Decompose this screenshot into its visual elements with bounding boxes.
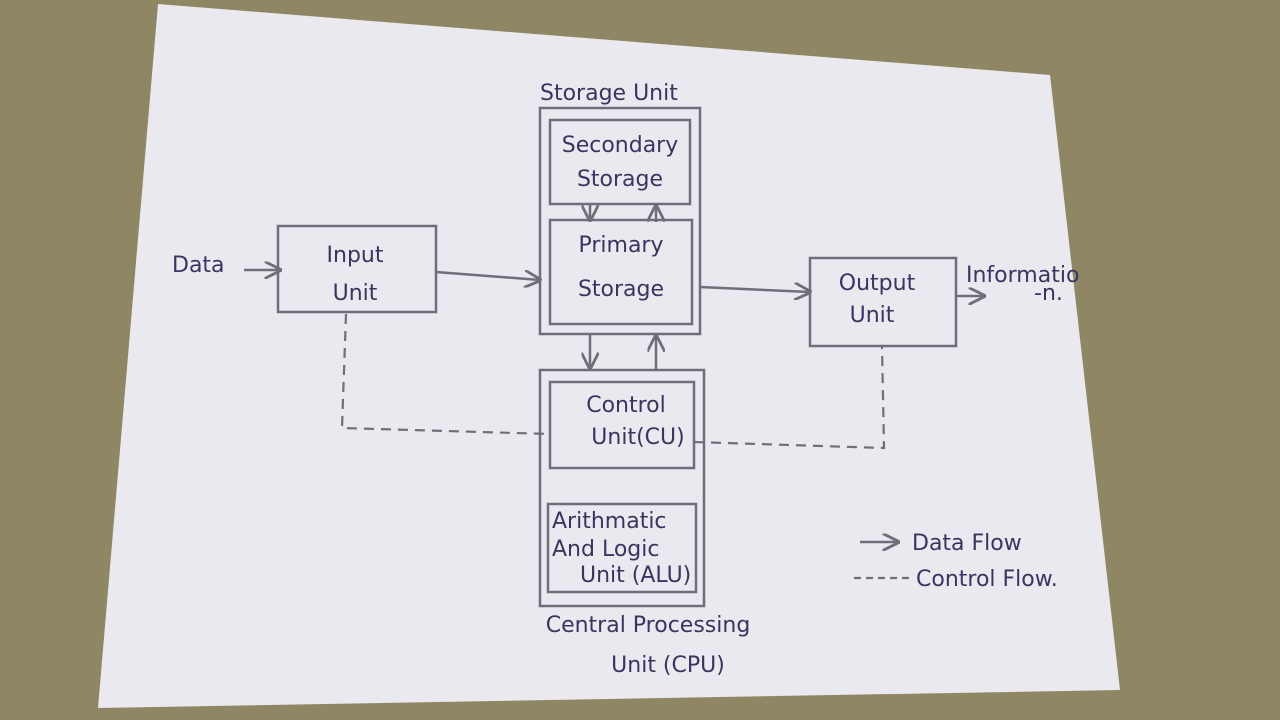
alu-line-3: Unit (ALU)	[580, 563, 691, 588]
secondary-storage-line-2: Storage	[577, 167, 663, 192]
control-flow-cu-to-output	[693, 345, 886, 450]
cpu-label-line-2: Unit (CPU)	[611, 653, 725, 678]
control-flow-input-to-cu	[340, 313, 551, 436]
secondary-storage-line-1: Secondary	[562, 133, 679, 158]
control-unit-line-1: Control	[586, 393, 666, 418]
information-output-line-2: -n.	[1034, 281, 1063, 306]
output-unit-line-1: Output	[839, 271, 916, 296]
alu-line-2: And Logic	[552, 537, 659, 562]
primary-storage-line-1: Primary	[578, 233, 663, 258]
storage-unit-box	[538, 106, 702, 336]
paper-sheet	[98, 4, 1120, 708]
cpu-label-line-1: Central Processing	[546, 613, 751, 638]
control-unit-line-2: Unit(CU)	[591, 425, 684, 450]
alu-line-1: Arithmatic	[552, 509, 667, 534]
output-unit-line-2: Unit	[850, 303, 895, 328]
legend: Data Flow Control Flow.	[854, 531, 1058, 592]
control-unit-box	[548, 380, 696, 470]
secondary-storage-box	[548, 118, 692, 206]
primary-storage-box	[548, 218, 694, 326]
legend-control-flow-label: Control Flow.	[916, 567, 1058, 592]
data-input-label: Data	[172, 253, 225, 278]
cpu-box	[538, 368, 706, 608]
alu-box	[546, 502, 698, 594]
input-unit-line-2: Unit	[333, 281, 378, 306]
legend-data-flow-label: Data Flow	[912, 531, 1022, 556]
information-output-line-1: Informatio	[966, 263, 1079, 288]
arrow-input-to-storage	[435, 272, 540, 280]
input-unit-line-1: Input	[327, 243, 384, 268]
arrow-storage-to-output	[699, 287, 810, 292]
primary-storage-line-2: Storage	[578, 277, 664, 302]
storage-unit-label: Storage Unit	[540, 81, 678, 106]
